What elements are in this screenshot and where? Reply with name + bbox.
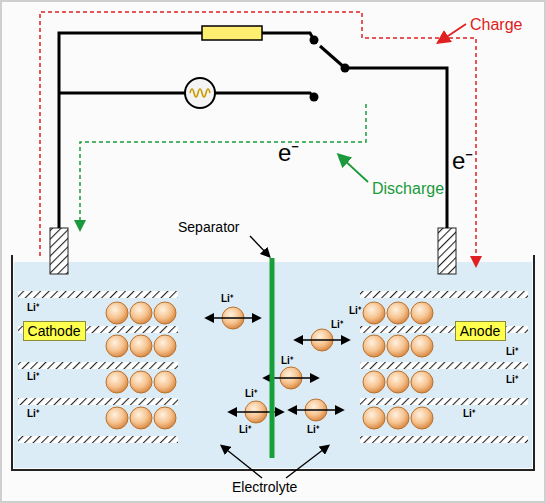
lithium-ion-sphere <box>411 371 433 393</box>
lithium-ion-sphere <box>130 335 152 357</box>
ion-label: Li⁺ <box>348 305 362 316</box>
lithium-ion-sphere <box>106 335 128 357</box>
lithium-ion-sphere <box>363 407 385 429</box>
lithium-ion-sphere <box>387 407 409 429</box>
lithium-ion-sphere <box>387 335 409 357</box>
ion-label: Li⁺ <box>505 346 519 357</box>
discharge-label: Discharge <box>372 180 444 198</box>
lithium-ion-sphere <box>363 302 385 324</box>
ion-label: Li⁺ <box>306 424 320 435</box>
lithium-ion-sphere <box>387 302 409 324</box>
ion-label: Li⁺ <box>462 408 476 419</box>
charge-label: Charge <box>470 16 522 34</box>
lithium-ion-sphere <box>106 371 128 393</box>
ion-label: Li⁺ <box>26 302 40 313</box>
motion-arrow <box>290 409 342 410</box>
lithium-ion-sphere <box>154 302 176 324</box>
lithium-ion-sphere <box>130 371 152 393</box>
ion-label: Li⁺ <box>238 424 252 435</box>
electrode-name: Anode <box>460 323 500 339</box>
separator-label: Separator <box>178 220 239 235</box>
lithium-ion-sphere <box>154 407 176 429</box>
lithium-ion-sphere <box>154 335 176 357</box>
ion-label: Li⁺ <box>220 293 234 304</box>
lithium-ion-sphere <box>154 371 176 393</box>
lithium-ion-sphere <box>106 302 128 324</box>
lithium-ion-sphere <box>130 302 152 324</box>
ion-label: Li⁺ <box>330 319 344 330</box>
ion-label: Li⁺ <box>505 374 519 385</box>
lithium-ion-sphere <box>411 407 433 429</box>
lithium-ion-sphere <box>387 371 409 393</box>
ion-label: Li⁺ <box>26 371 40 382</box>
ion-label: Li⁺ <box>26 408 40 419</box>
electrode-label-box: Cathode <box>23 321 86 341</box>
motion-arrow <box>207 317 259 318</box>
ion-label: Li⁺ <box>244 388 258 399</box>
electron-label: e⁻ <box>452 148 473 174</box>
motion-arrow <box>296 339 348 340</box>
lithium-ion-sphere <box>363 371 385 393</box>
ion-label: Li⁺ <box>280 355 294 366</box>
lithium-ion-sphere <box>130 407 152 429</box>
electrode-name: Cathode <box>28 323 81 339</box>
lithium-ion-sphere <box>411 302 433 324</box>
lithium-ion-sphere <box>106 407 128 429</box>
lithium-ion-sphere <box>363 335 385 357</box>
lithium-ion-sphere <box>411 335 433 357</box>
electrode-label-box: Anode <box>455 321 506 341</box>
electron-label: e⁻ <box>278 140 299 166</box>
electrolyte-label: Electrolyte <box>232 480 297 495</box>
